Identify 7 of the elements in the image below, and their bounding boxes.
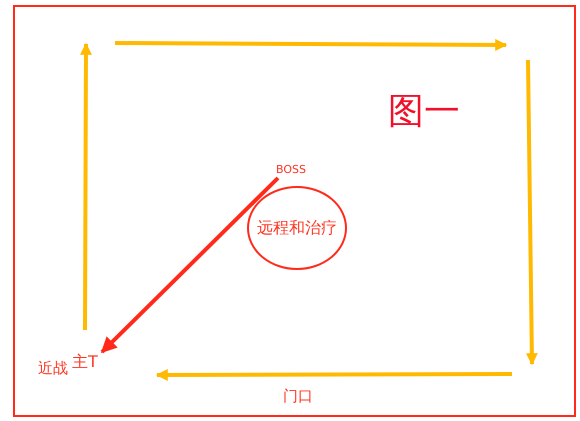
- place-label: 门口: [283, 389, 313, 404]
- node-label: 主T: [72, 354, 98, 370]
- title: 图一: [388, 94, 460, 130]
- circle-node: 远程和治疗: [247, 186, 347, 270]
- node-label: BOSS: [276, 164, 306, 175]
- node-label: 近战: [38, 361, 68, 376]
- arrow: [100, 176, 280, 354]
